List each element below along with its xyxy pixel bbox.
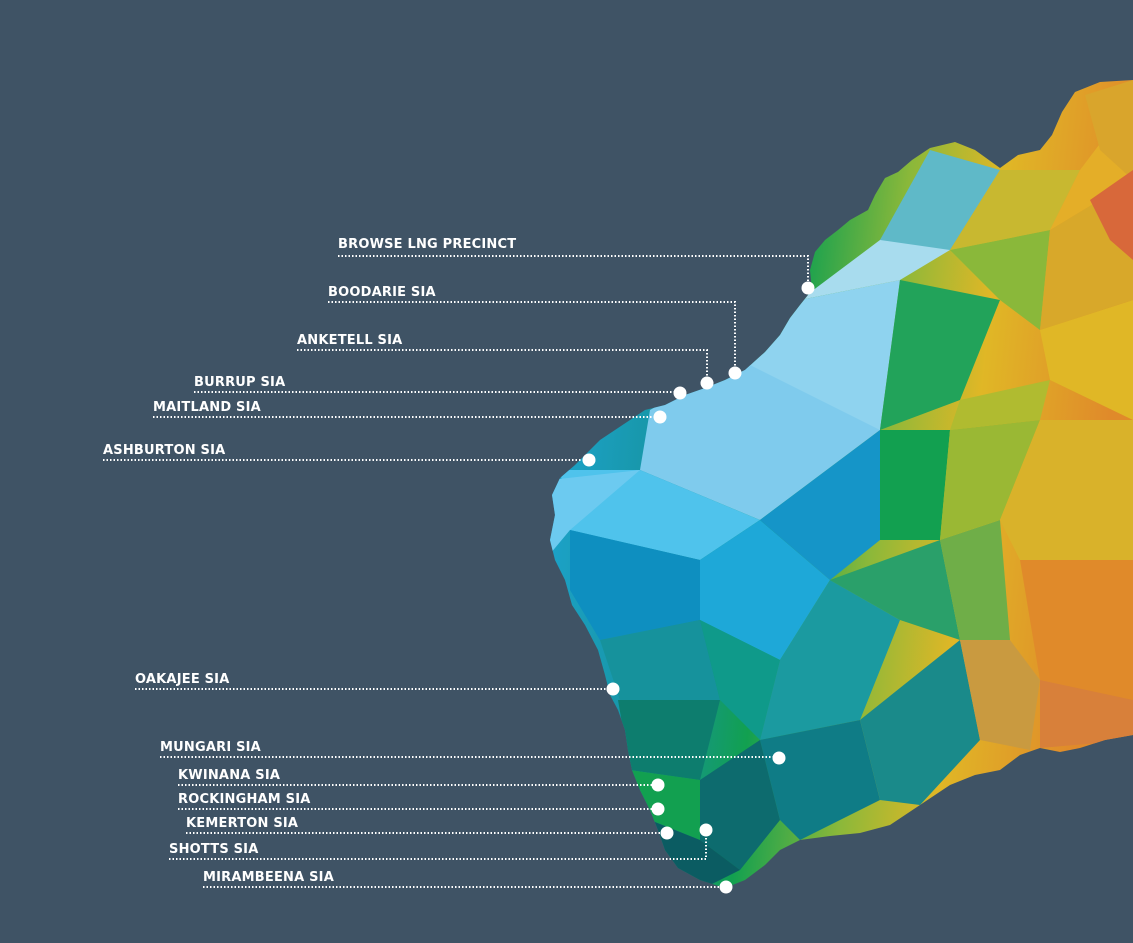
site-marker-kwinana[interactable]: [651, 778, 665, 792]
site-marker-anketell[interactable]: [700, 376, 714, 390]
label-rockingham-sia: ROCKINGHAM SIA: [178, 792, 311, 807]
site-marker-kemerton[interactable]: [660, 826, 674, 840]
label-mungari-sia: MUNGARI SIA: [160, 740, 261, 755]
site-markers: [582, 281, 815, 894]
site-marker-browse[interactable]: [801, 281, 815, 295]
label-mirambeena-sia: MIRAMBEENA SIA: [203, 870, 334, 885]
site-marker-burrup[interactable]: [673, 386, 687, 400]
leader-line-boodarie: [328, 301, 736, 373]
label-shotts-sia: SHOTTS SIA: [169, 842, 259, 857]
label-kemerton-sia: KEMERTON SIA: [186, 816, 299, 831]
label-maitland-sia: MAITLAND SIA: [153, 400, 261, 415]
label-kwinana-sia: KWINANA SIA: [178, 768, 281, 783]
site-marker-rockingham[interactable]: [651, 802, 665, 816]
site-marker-maitland[interactable]: [653, 410, 667, 424]
leader-line-shotts: [169, 830, 707, 860]
label-boodarie-sia: BOODARIE SIA: [328, 285, 436, 300]
label-ashburton-sia: ASHBURTON SIA: [103, 443, 226, 458]
site-marker-shotts[interactable]: [699, 823, 713, 837]
site-marker-mungari[interactable]: [772, 751, 786, 765]
site-marker-mirambeena[interactable]: [719, 880, 733, 894]
label-burrup-sia: BURRUP SIA: [194, 375, 286, 390]
label-anketell-sia: ANKETELL SIA: [297, 333, 403, 348]
site-marker-boodarie[interactable]: [728, 366, 742, 380]
site-marker-ashburton[interactable]: [582, 453, 596, 467]
site-marker-oakajee[interactable]: [606, 682, 620, 696]
label-browse-lng-precinct: BROWSE LNG PRECINCT: [338, 237, 517, 252]
land-facets: [550, 80, 1133, 888]
leader-lines: [103, 255, 809, 888]
label-oakajee-sia: OAKAJEE SIA: [135, 672, 230, 687]
leader-line-anketell: [297, 349, 708, 383]
leader-line-browse: [338, 255, 809, 288]
